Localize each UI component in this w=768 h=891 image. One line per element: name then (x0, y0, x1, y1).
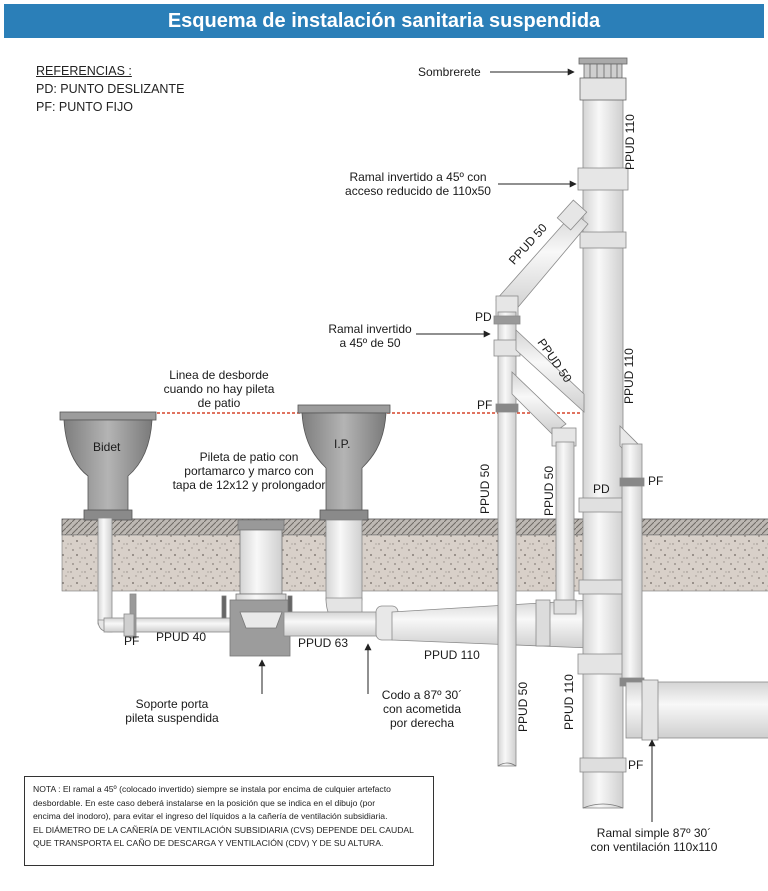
label-codo: Codo a 87º 30´ con acometida por derecha (381, 688, 463, 730)
note-line-3: encima del inodoro), para evitar el ingr… (33, 811, 388, 822)
label-ppud63: PPUD 63 (298, 636, 349, 650)
label-bidet: Bidet (93, 440, 121, 454)
pipe-ventilation-right (619, 425, 768, 741)
pipe-ppud110-horizontal (391, 599, 591, 649)
label-pf-bidet: PF (124, 634, 140, 648)
pileta-de-patio (221, 519, 293, 657)
references-heading: REFERENCIAS : (36, 64, 132, 78)
note-line-5: QUE TRANSPORTA EL CAÑO DE DESCARGA Y VEN… (33, 838, 384, 849)
label-pileta-patio: Pileta de patio con portamarco y marco c… (172, 450, 326, 492)
reference-pd: PD: PUNTO DESLIZANTE (36, 82, 185, 96)
pipe-ppud50-diagonal (511, 329, 585, 615)
label-ppud110-top: PPUD 110 (623, 114, 637, 170)
label-pf-right: PF (648, 474, 664, 488)
ip-fixture (297, 404, 391, 521)
note-line-4: EL DIÁMETRO DE LA CAÑERÍA DE VENTILACIÓN… (33, 824, 414, 835)
sombrerete-cap (578, 57, 628, 101)
label-ppud50-bottom: PPUD 50 (516, 681, 530, 732)
floor-slab (61, 518, 768, 592)
references-legend: REFERENCIAS : PD: PUNTO DESLIZANTE PF: P… (36, 62, 184, 116)
reference-pf: PF: PUNTO FIJO (36, 100, 133, 114)
label-soporte: Soporte porta pileta suspendida (125, 697, 219, 725)
note-line-1: NOTA : El ramal a 45º (colocado invertid… (33, 784, 391, 794)
label-ppud110-mid: PPUD 110 (622, 348, 636, 404)
callout-arrows (258, 68, 656, 822)
pipe-ppud50-vent (493, 199, 589, 767)
note-line-2: desbordable. En este caso deberá instala… (33, 797, 376, 808)
label-ramal-50: Ramal invertido a 45º de 50 (328, 322, 412, 350)
label-pd-upper: PD (475, 310, 492, 324)
label-ppud110-bottom: PPUD 110 (562, 674, 576, 730)
label-ppud110-horizontal: PPUD 110 (424, 648, 480, 662)
label-pd-stack: PD (593, 482, 610, 496)
label-linea-desborde: Linea de desborde cuando no hay pileta d… (163, 368, 275, 410)
bidet-fixture (59, 411, 157, 521)
label-ppud40: PPUD 40 (156, 630, 207, 644)
label-pf-bottom: PF (628, 758, 644, 772)
label-ip: I.P. (334, 437, 351, 451)
pipe-ppud110-vertical (577, 95, 629, 809)
label-sombrerete: Sombrerete (418, 65, 481, 79)
label-pf-upper: PF (477, 398, 493, 412)
label-ramal-reducido: Ramal invertido a 45º con acceso reducid… (345, 170, 491, 198)
page-title: Esquema de instalación sanitaria suspend… (4, 4, 764, 38)
label-ramal-simple: Ramal simple 87º 30´ con ventilación 110… (590, 826, 718, 854)
note-box: NOTA : El ramal a 45º (colocado invertid… (24, 776, 434, 866)
label-ppud50-right: PPUD 50 (542, 465, 556, 516)
label-ppud50-left: PPUD 50 (478, 463, 492, 514)
